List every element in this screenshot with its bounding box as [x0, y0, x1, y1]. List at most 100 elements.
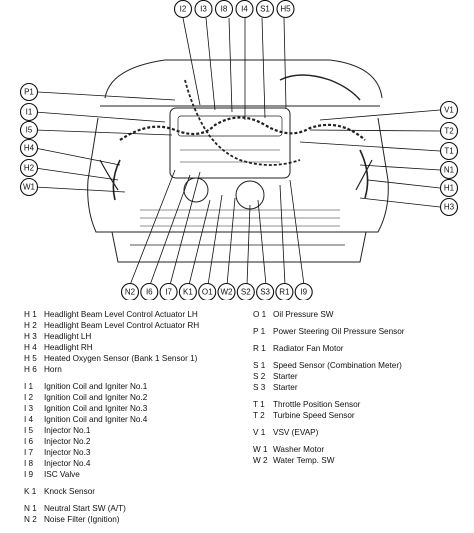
callout-circle — [439, 160, 459, 180]
legend-code: I 4 — [24, 415, 34, 424]
legend-code: S 1 — [253, 361, 266, 370]
legend-code: I 5 — [24, 426, 34, 435]
leader-lines — [34, 17, 441, 286]
legend-code: H 1 — [24, 310, 37, 319]
callout-label: I3 — [200, 5, 207, 14]
legend-name: Ignition Coil and Igniter No.1 — [44, 382, 148, 391]
callout-label: I8 — [221, 5, 228, 14]
legend-left-column: H 1 Headlight Beam Level Control Actuator… — [24, 309, 244, 525]
callout-h5: H5 — [276, 0, 295, 19]
legend-name: Neutral Start SW (A/T) — [44, 504, 126, 513]
callout-circle — [439, 100, 459, 120]
callout-circle — [439, 121, 459, 141]
callout-h3: H3 — [439, 197, 459, 217]
legend-item: W 1 Washer Motor — [253, 444, 468, 455]
callout-label: H4 — [24, 144, 35, 153]
callout-label: W2 — [221, 288, 234, 297]
callout-i2: I2 — [173, 0, 193, 19]
callout-n1: N1 — [439, 160, 459, 180]
legend-code: N 1 — [24, 504, 37, 513]
legend-code: I 1 — [24, 382, 34, 391]
legend-name: Headlight Beam Level Control Actuator RH — [44, 321, 200, 330]
legend-name: Headlight LH — [44, 332, 92, 341]
legend-name: Ignition Coil and Igniter No.4 — [44, 415, 148, 424]
callout-circle — [178, 282, 197, 300]
callout-label: W1 — [23, 183, 36, 192]
legend-name: Injector No.4 — [44, 459, 91, 468]
legend-name: Injector No.1 — [44, 426, 91, 435]
legend-item: N 1 Neutral Start SW (A/T) — [24, 503, 244, 514]
callout-v1: V1 — [439, 100, 459, 120]
callout-circle — [19, 138, 39, 158]
callout-circle — [19, 120, 39, 140]
callout-w1: W1 — [19, 177, 39, 197]
callout-circle — [19, 177, 39, 197]
legend-code: V 1 — [253, 428, 266, 437]
legend-code: I 6 — [24, 437, 34, 446]
legend-name: Oil Pressure SW — [273, 310, 334, 319]
legend-name: Power Steering Oil Pressure Sensor — [273, 327, 405, 336]
callout-circle — [236, 282, 255, 300]
callout-label: H3 — [444, 203, 455, 212]
callout-label: S2 — [241, 288, 251, 297]
callout-circle — [439, 141, 459, 161]
legend-code: W 1 — [253, 445, 268, 454]
callout-circle — [194, 0, 213, 19]
legend-name: Heated Oxygen Sensor (Bank 1 Sensor 1) — [44, 354, 198, 363]
callout-label: I9 — [300, 288, 307, 297]
legend-name: Washer Motor — [273, 445, 325, 454]
legend-name: Radiator Fan Motor — [273, 344, 344, 353]
legend-name: Turbine Speed Sensor — [273, 411, 355, 420]
callout-label: I7 — [165, 288, 172, 297]
legend-name: Starter — [273, 372, 298, 381]
callout-circle — [235, 0, 254, 19]
callout-circle — [439, 178, 459, 198]
callout-label: H5 — [280, 5, 291, 14]
legend-code: S 3 — [253, 383, 266, 392]
callout-i1: I1 — [19, 102, 39, 122]
legend-code: I 8 — [24, 459, 34, 468]
callout-circle — [214, 0, 234, 19]
callout-circle — [275, 282, 294, 300]
callout-r1: R1 — [275, 282, 294, 300]
legend-name: ISC Valve — [44, 470, 80, 479]
callout-n2: N2 — [120, 282, 140, 300]
callout-i8: I8 — [214, 0, 234, 19]
callout-label: V1 — [444, 106, 454, 115]
callout-label: N1 — [444, 166, 455, 175]
callout-h4: H4 — [19, 138, 39, 158]
legend-item: I 1 Ignition Coil and Igniter No.1 — [24, 381, 244, 392]
legend-code: H 6 — [24, 365, 37, 374]
legend-item: R 1 Radiator Fan Motor — [253, 343, 468, 354]
legend-code: R 1 — [253, 344, 266, 353]
legend-name: VSV (EVAP) — [273, 428, 319, 437]
callout-circle — [198, 282, 217, 300]
legend-code: O 1 — [253, 310, 267, 319]
legend-code: I 9 — [24, 470, 34, 479]
callout-circle — [19, 102, 39, 122]
callout-label: I2 — [180, 5, 187, 14]
callout-k1: K1 — [178, 282, 197, 300]
callout-circle — [439, 197, 459, 217]
engine-bay-drawing — [87, 59, 389, 263]
callout-p1: P1 — [19, 82, 39, 102]
legend-item: V 1 VSV (EVAP) — [253, 427, 468, 438]
callout-h2: H2 — [19, 158, 39, 178]
legend-name: Ignition Coil and Igniter No.2 — [44, 393, 148, 402]
